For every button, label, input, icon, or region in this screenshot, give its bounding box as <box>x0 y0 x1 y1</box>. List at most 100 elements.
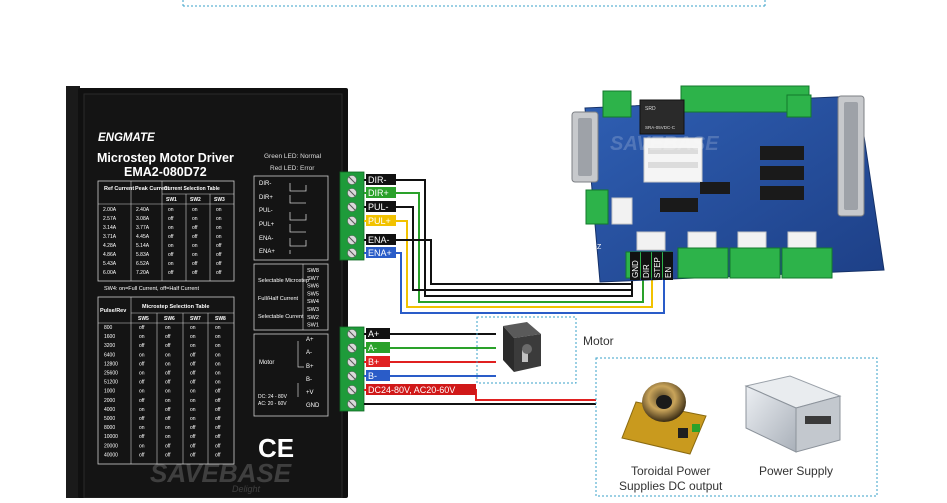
micro-sw-header: SW6 <box>164 316 175 322</box>
current-table-cell: 4.45A <box>136 234 150 240</box>
micro-table-cell: 40000 <box>104 452 118 458</box>
dip-group-microstep: Selectable Microstep <box>258 278 309 284</box>
current-table-cell: 3.71A <box>103 234 117 240</box>
wire-label-tag <box>366 201 396 212</box>
micro-table-cell: 2000 <box>104 398 115 404</box>
microstep-table-title: Microstep Selection Table <box>142 304 209 310</box>
micro-table-cell: 3200 <box>104 343 115 349</box>
watermark: SAVEBASE Delight SAVEBASE <box>150 133 719 494</box>
micro-table-cell: on <box>139 425 145 431</box>
micro-table-cell: off <box>139 434 145 440</box>
current-table-cell: 4.86A <box>103 252 117 258</box>
pin-label-tag <box>663 252 673 280</box>
signal-term-label: ENA+ <box>259 249 275 255</box>
power-spec-ac: AC: 20 - 60V <box>258 401 287 407</box>
micro-table-cell: off <box>215 434 221 440</box>
micro-table-cell: off <box>215 416 221 422</box>
micro-table-cell: 20000 <box>104 443 118 449</box>
power-terminal-block <box>339 326 365 412</box>
current-table-cell: off <box>192 261 198 267</box>
dip-switch-label: SW5 <box>307 291 319 297</box>
micro-table-cell: on <box>215 352 221 358</box>
micro-table-cell: on <box>165 434 171 440</box>
dip-switch-label: SW1 <box>307 323 319 329</box>
motor-legend-label: Motor <box>259 360 274 366</box>
wire-ena-minus <box>364 239 632 285</box>
micro-table-cell: off <box>190 380 196 386</box>
current-table-cell: 3.14A <box>103 225 117 231</box>
micro-table-cell: on <box>190 325 196 331</box>
motor-driver: ENGMATE Microstep Motor Driver EMA2-080D… <box>66 86 365 499</box>
micro-table-cell: off <box>139 343 145 349</box>
motor-wire-label: A+ <box>368 329 379 339</box>
micro-table-cell: on <box>215 361 221 367</box>
signal-term-label: PUL+ <box>259 222 275 228</box>
micro-table-cell: 5000 <box>104 416 115 422</box>
micro-table-cell: on <box>190 407 196 413</box>
micro-table-cell: off <box>190 452 196 458</box>
stepper-motor-icon <box>503 322 541 372</box>
micro-table-cell: on <box>139 389 145 395</box>
db25-connector-right <box>837 95 865 217</box>
micro-table-cell: on <box>139 371 145 377</box>
top-dashed-frame <box>182 0 766 7</box>
current-table-cell: off <box>216 261 222 267</box>
motor-wire-label: A- <box>368 343 377 353</box>
micro-table-cell: on <box>165 361 171 367</box>
micro-table-cell: on <box>190 416 196 422</box>
micro-table-cell: on <box>165 398 171 404</box>
micro-sw-header: SW8 <box>215 316 226 322</box>
dip-switch-label: SW7 <box>307 276 319 282</box>
micro-table-cell: off <box>139 452 145 458</box>
current-table-cell: on <box>192 252 198 258</box>
micro-table-cell: on <box>215 334 221 340</box>
current-table-cell: on <box>216 207 222 213</box>
micro-table-cell: on <box>215 371 221 377</box>
signal-term-label: DIR+ <box>259 195 273 201</box>
motor-wire-label: B- <box>368 371 377 381</box>
motor-wire-labels: A+ A- B+ B- DC24-80V, AC20-60V <box>366 328 476 395</box>
board-side-mark: B-Z <box>590 244 602 251</box>
dip-switch-label: SW4 <box>307 299 319 305</box>
wire-dir-plus <box>364 192 644 303</box>
micro-table-cell: off <box>190 434 196 440</box>
micro-table-cell: on <box>139 443 145 449</box>
micro-table-cell: on <box>215 343 221 349</box>
micro-table-cell: 800 <box>104 325 113 331</box>
micro-table-cell: 51200 <box>104 380 118 386</box>
micro-table-cell: 25600 <box>104 371 118 377</box>
current-table-cell: 5.43A <box>103 261 117 267</box>
signal-term-label: ENA- <box>259 236 273 242</box>
current-table-cell: off <box>192 225 198 231</box>
micro-table-cell: off <box>190 361 196 367</box>
dip-switch-label: SW8 <box>307 268 319 274</box>
motor-wire-label: B+ <box>368 357 379 367</box>
micro-table-cell: on <box>190 334 196 340</box>
current-table-cell: off <box>192 270 198 276</box>
current-table-cell: 2.00A <box>103 207 117 213</box>
current-table-cell: 3.77A <box>136 225 150 231</box>
current-table-cell: 6.52A <box>136 261 150 267</box>
wire-label: PUL+ <box>368 216 391 226</box>
motor-box: Motor <box>476 316 614 384</box>
motor-term-label: A- <box>306 350 312 356</box>
micro-table-cell: on <box>190 398 196 404</box>
current-sw-header: SW2 <box>190 197 201 203</box>
current-sw-header: SW3 <box>214 197 225 203</box>
micro-table-cell: on <box>139 407 145 413</box>
current-table-cell: 4.28A <box>103 243 117 249</box>
motor-wire-label-tag <box>366 384 476 395</box>
motor-wire-label: DC24-80V, AC20-60V <box>368 385 455 395</box>
micro-table-cell: off <box>165 334 171 340</box>
current-table-cell: 3.08A <box>136 216 150 222</box>
micro-table-cell: off <box>139 325 145 331</box>
micro-table-cell: off <box>139 361 145 367</box>
toroidal-supply-icon <box>621 382 707 455</box>
pin-label-tag <box>630 252 640 280</box>
driver-title-line1: Microstep Motor Driver <box>97 151 234 165</box>
motor-caption: Motor <box>583 334 614 348</box>
micro-table-cell: 12800 <box>104 361 118 367</box>
